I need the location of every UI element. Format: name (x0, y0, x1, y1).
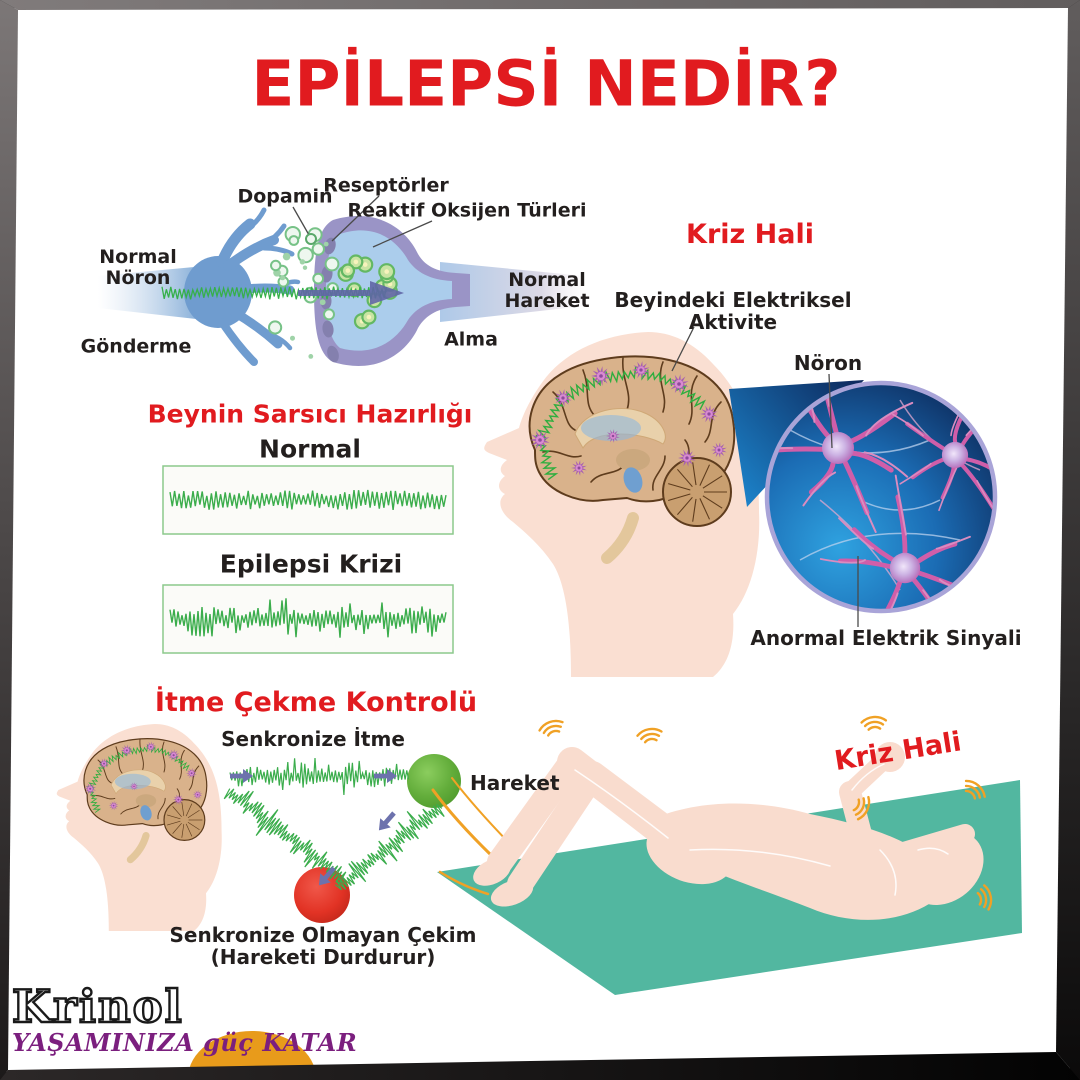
label-normal-neuron: Normal Nöron (99, 246, 177, 289)
page-title: EPİLEPSİ NEDİR? (251, 47, 841, 121)
dopamine-callout-dot (305, 233, 317, 245)
label-sync-push: Senkronize İtme (221, 727, 405, 751)
seizure-person (473, 742, 984, 920)
axon-band (98, 266, 205, 320)
eeg-normal-label: Normal (259, 434, 361, 464)
crisis-brain-section (484, 326, 998, 677)
push-pull-title: İtme Çekme Kontrolü (154, 687, 478, 719)
label-electrical-activity: Beyindeki Elektriksel Aktivite (614, 288, 852, 334)
push-pull-section (57, 724, 461, 931)
seizure-scene (431, 715, 1022, 995)
sync-push-wave (229, 758, 410, 796)
synapse-signal-wave (161, 285, 388, 300)
async-pull-line2: (Hareketi Durdurur) (210, 945, 436, 969)
receptor-bumps (320, 237, 339, 363)
label-neuron: Nöron (793, 351, 863, 375)
label-receiving: Alma (444, 328, 498, 351)
brand-logo: Krinol YAŞAMINIZA güç KATAR (11, 980, 358, 1057)
label-abnormal-signal: Anormal Elektrik Sinyali (750, 626, 1022, 650)
pull-wave-left (223, 788, 347, 884)
purple-arrows (230, 769, 397, 886)
eeg-section (162, 465, 454, 654)
brand-tagline: YAŞAMINIZA güç KATAR (12, 1028, 358, 1057)
receiving-axon-tube (440, 262, 585, 322)
label-normal-movement: Normal Hareket (504, 269, 590, 312)
eeg-seizure-wave (169, 598, 447, 638)
sending-dendrites (216, 207, 301, 366)
crisis-label-top: Kriz Hali (686, 219, 814, 251)
label-dopamine: Dopamin (237, 185, 333, 208)
eeg-normal-wave (169, 489, 447, 510)
eeg-seizure-label: Epilepsi Krizi (219, 549, 403, 579)
movement-ball (407, 754, 461, 808)
synapse-diagram (98, 195, 585, 366)
pull-wave-right (334, 803, 445, 891)
label-movement: Hareket (470, 771, 560, 795)
label-async-pull: Senkronize Olmayan Çekim (Hareketi Durdu… (170, 924, 477, 968)
brand-name: Krinol (11, 980, 184, 1033)
magnifier-circle (764, 380, 998, 614)
brain-pointer-lines (671, 326, 859, 627)
label-reactive-oxygen: Reaktif Oksijen Türleri (347, 199, 587, 222)
shake-arcs (538, 715, 993, 911)
async-pull-line1: Senkronize Olmayan Çekim (169, 923, 477, 947)
label-sending: Gönderme (80, 335, 192, 358)
eeg-section-title: Beynin Sarsıcı Hazırlığı (147, 399, 473, 429)
synapse-pointer-lines (292, 195, 433, 248)
label-receptors: Reseptörler (323, 174, 449, 197)
eeg-normal-box (162, 465, 454, 535)
magnified-neurons (769, 385, 993, 609)
synapse-arrow (298, 281, 404, 305)
